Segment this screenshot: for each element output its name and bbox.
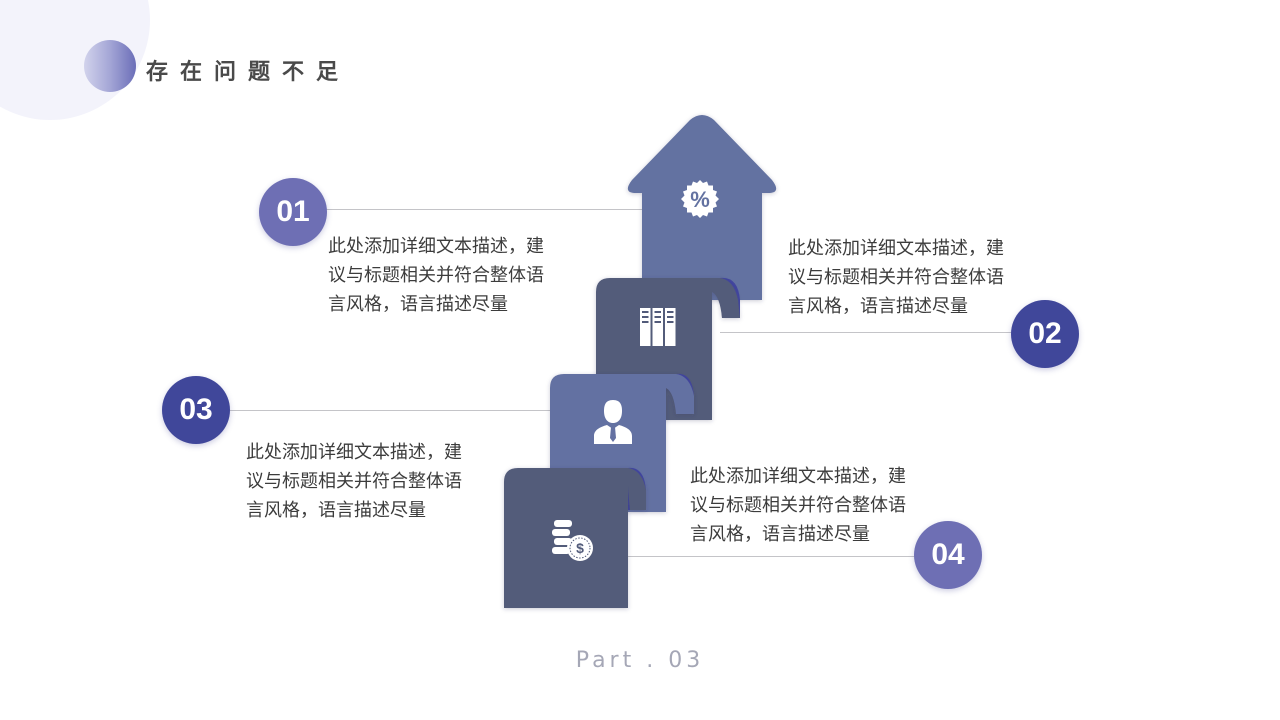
- step-badge-04: 04: [914, 521, 982, 589]
- slide-title: 存在问题不足: [146, 60, 351, 85]
- businessman-icon: [594, 400, 632, 444]
- connector-line-02: [720, 332, 1014, 333]
- coins-dollar-icon: $: [552, 520, 593, 561]
- percent-badge-icon: %: [681, 180, 719, 218]
- part-label: Part . 03: [575, 648, 705, 673]
- step-badge-03: 03: [162, 376, 230, 444]
- step-description-01: 此处添加详细文本描述，建议与标题相关并符合整体语言风格，语言描述尽量: [328, 236, 544, 315]
- step-badge-02: 02: [1011, 300, 1079, 368]
- step-description-02: 此处添加详细文本描述，建议与标题相关并符合整体语言风格，语言描述尽量: [788, 238, 1004, 317]
- step-badge-01: 01: [259, 178, 327, 246]
- step-description-04: 此处添加详细文本描述，建议与标题相关并符合整体语言风格，语言描述尽量: [690, 466, 906, 545]
- books-icon: [640, 308, 676, 346]
- connector-line-03: [230, 410, 552, 411]
- connector-line-01: [326, 209, 642, 210]
- svg-text:%: %: [690, 187, 710, 212]
- step-description-03: 此处添加详细文本描述，建议与标题相关并符合整体语言风格，语言描述尽量: [246, 442, 462, 521]
- connector-line-04: [628, 556, 918, 557]
- title-gradient-dot: [84, 40, 136, 92]
- svg-text:$: $: [576, 540, 584, 556]
